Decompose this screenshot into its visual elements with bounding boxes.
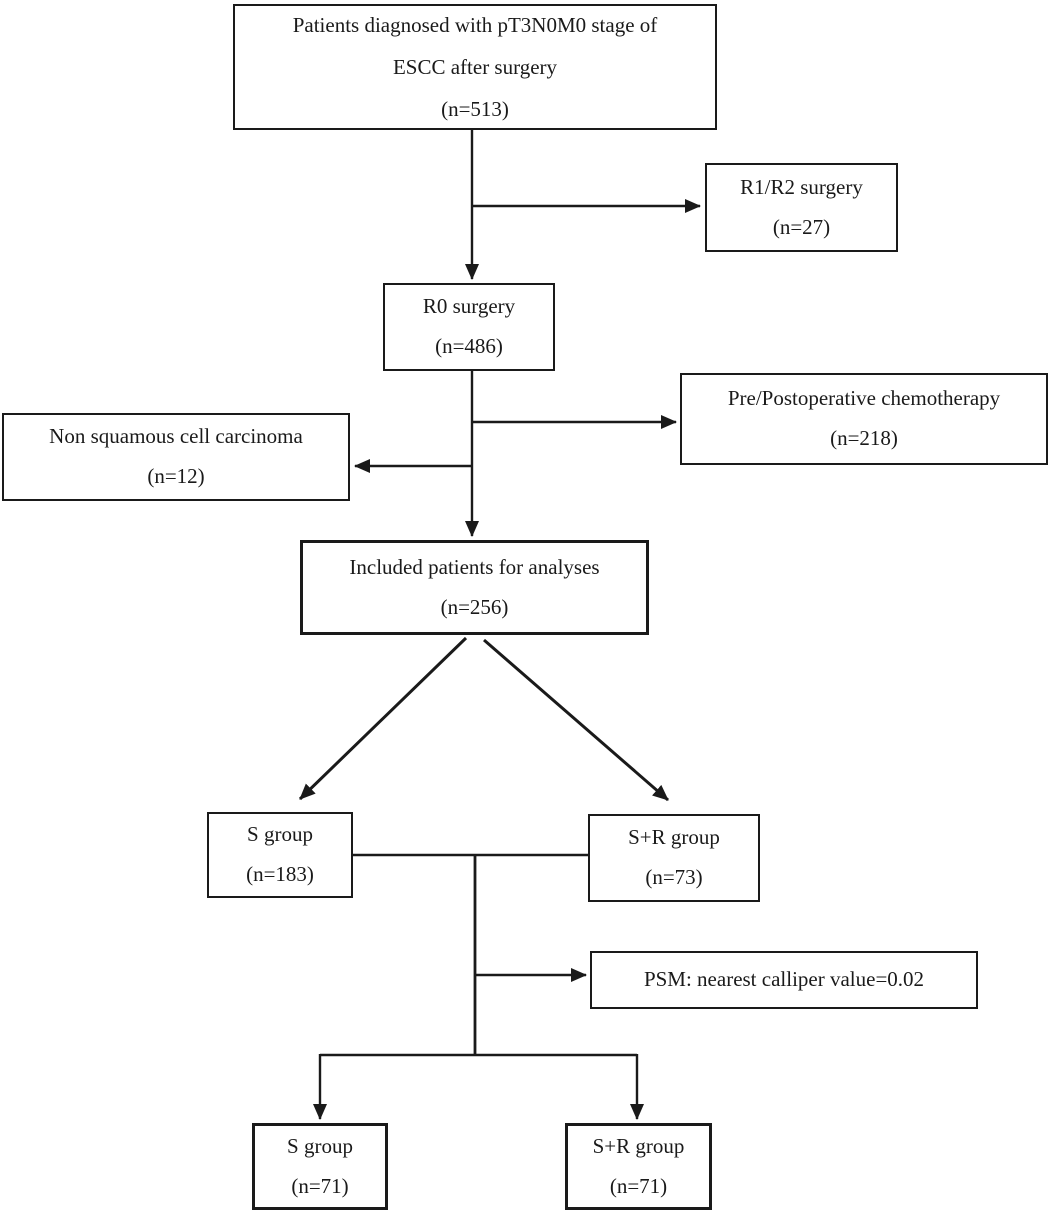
node-count: (n=256)	[440, 594, 509, 619]
arrow-included-to-s-group	[298, 636, 468, 801]
node-count: (n=12)	[147, 464, 205, 488]
node-label: S group	[287, 1133, 353, 1158]
node-label: R0 surgery	[422, 294, 516, 319]
node-count: (n=486)	[435, 334, 503, 358]
node-count: (n=513)	[441, 97, 509, 121]
node-sr-group-matched: S+R group (n=71)	[565, 1123, 712, 1210]
node-label: S+R group	[592, 1133, 685, 1158]
node-count: (n=27)	[772, 214, 831, 239]
node-r1r2-surgery: R1/R2 surgery (n=27)	[705, 163, 898, 252]
node-label: Included patients for analyses	[349, 554, 600, 579]
node-patients-diagnosed: Patients diagnosed with pT3N0M0 stage of…	[233, 4, 717, 130]
node-count: (n=71)	[609, 1173, 668, 1198]
node-non-squamous: Non squamous cell carcinoma (n=12)	[2, 413, 350, 501]
node-label: PSM: nearest calliper value=0.02	[643, 967, 925, 992]
node-count: (n=71)	[291, 1173, 349, 1198]
node-r0-surgery: R0 surgery (n=486)	[383, 283, 555, 371]
node-s-group: S group (n=183)	[207, 812, 353, 898]
node-label: Non squamous cell carcinoma	[49, 424, 303, 449]
node-chemotherapy: Pre/Postoperative chemotherapy (n=218)	[680, 373, 1048, 465]
arrow-included-to-sr-group	[483, 638, 669, 802]
node-label: S group	[247, 822, 313, 847]
node-count: (n=73)	[645, 865, 703, 889]
node-psm: PSM: nearest calliper value=0.02	[590, 951, 978, 1009]
node-text-line2: ESCC after surgery	[392, 55, 558, 79]
node-count: (n=218)	[830, 426, 898, 450]
node-text-line1: Patients diagnosed with pT3N0M0 stage of	[292, 13, 658, 37]
node-count: (n=183)	[246, 862, 314, 886]
node-s-group-matched: S group (n=71)	[252, 1123, 388, 1210]
node-label: Pre/Postoperative chemotherapy	[727, 386, 1001, 411]
node-label: R1/R2 surgery	[740, 174, 863, 199]
node-sr-group: S+R group (n=73)	[588, 814, 760, 902]
node-included-patients: Included patients for analyses (n=256)	[300, 540, 649, 635]
node-label: S+R group	[628, 825, 720, 850]
